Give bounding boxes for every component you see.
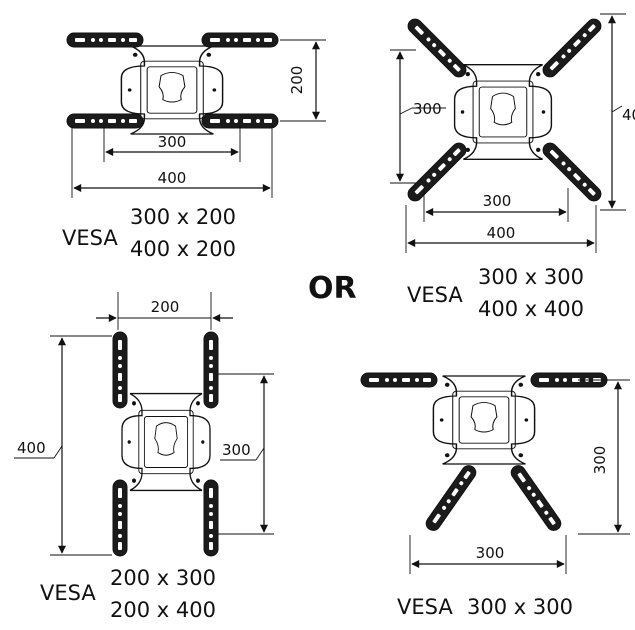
or-label: OR [308, 271, 357, 306]
config-d-h-label: 300 [476, 544, 505, 562]
config-b-v-left-label: 300 [413, 100, 442, 118]
config-a-h-outer-label: 400 [158, 169, 187, 187]
config-b-v-right-label: 400 [622, 106, 635, 124]
config-d-dimensions [409, 379, 630, 574]
config-d-mount [360, 372, 608, 534]
config-c-v-right-label: 300 [222, 441, 251, 459]
config-b-h-outer-label: 400 [487, 224, 516, 242]
config-d-vesa-prefix: VESA [397, 595, 453, 619]
config-a-vesa-prefix: VESA [62, 226, 118, 250]
config-c-mount [112, 331, 219, 557]
config-c-vesa-line1: 200 x 300 [110, 566, 216, 590]
config-b-vesa-line1: 300 x 300 [478, 265, 584, 289]
config-a-vesa-line2: 400 x 200 [130, 237, 236, 261]
config-a-h-inner-label: 300 [158, 133, 187, 151]
config-a-vesa-line1: 300 x 200 [130, 205, 236, 229]
config-d-v-label: 300 [591, 446, 609, 475]
config-a-dimensions [71, 39, 326, 198]
config-c-vesa-line2: 200 x 400 [110, 598, 216, 622]
config-b-vesa-prefix: VESA [407, 283, 463, 307]
config-c-h-label: 200 [151, 298, 180, 316]
config-d-vesa-line1: 300 x 300 [467, 595, 573, 619]
config-a-v-label: 200 [288, 66, 306, 95]
config-c-dimensions [14, 292, 274, 556]
config-c-v-left-label: 400 [17, 439, 46, 457]
config-c-vesa-prefix: VESA [40, 581, 96, 605]
config-b-dimensions [390, 13, 626, 253]
config-a-mount [66, 32, 279, 135]
config-b-h-inner-label: 300 [483, 192, 512, 210]
config-b-vesa-line2: 400 x 400 [478, 297, 584, 321]
